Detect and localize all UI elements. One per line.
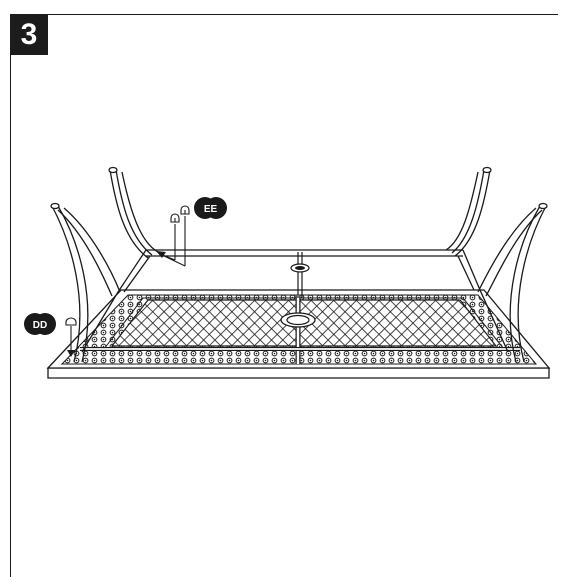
tabletop — [46, 289, 551, 379]
arrow-icon — [156, 251, 166, 258]
leg-back-left — [108, 166, 159, 259]
step-number-badge: 3 — [10, 14, 48, 55]
instruction-frame — [10, 14, 558, 577]
umbrella-ring — [290, 263, 310, 273]
leg-back-right — [445, 166, 492, 257]
leg-front-left — [50, 202, 121, 363]
part-ee-caps — [159, 205, 190, 267]
table-frame-rails — [81, 249, 509, 353]
umbrella-hole — [280, 312, 316, 328]
callout-ee: EE — [194, 197, 227, 219]
part-dd-cap — [65, 317, 77, 350]
callout-dd: DD — [24, 313, 56, 335]
callout-ee-label: EE — [204, 204, 218, 215]
callout-dd-label: DD — [33, 320, 47, 331]
arrow-icon — [67, 350, 75, 357]
leg-front-right — [477, 202, 548, 363]
